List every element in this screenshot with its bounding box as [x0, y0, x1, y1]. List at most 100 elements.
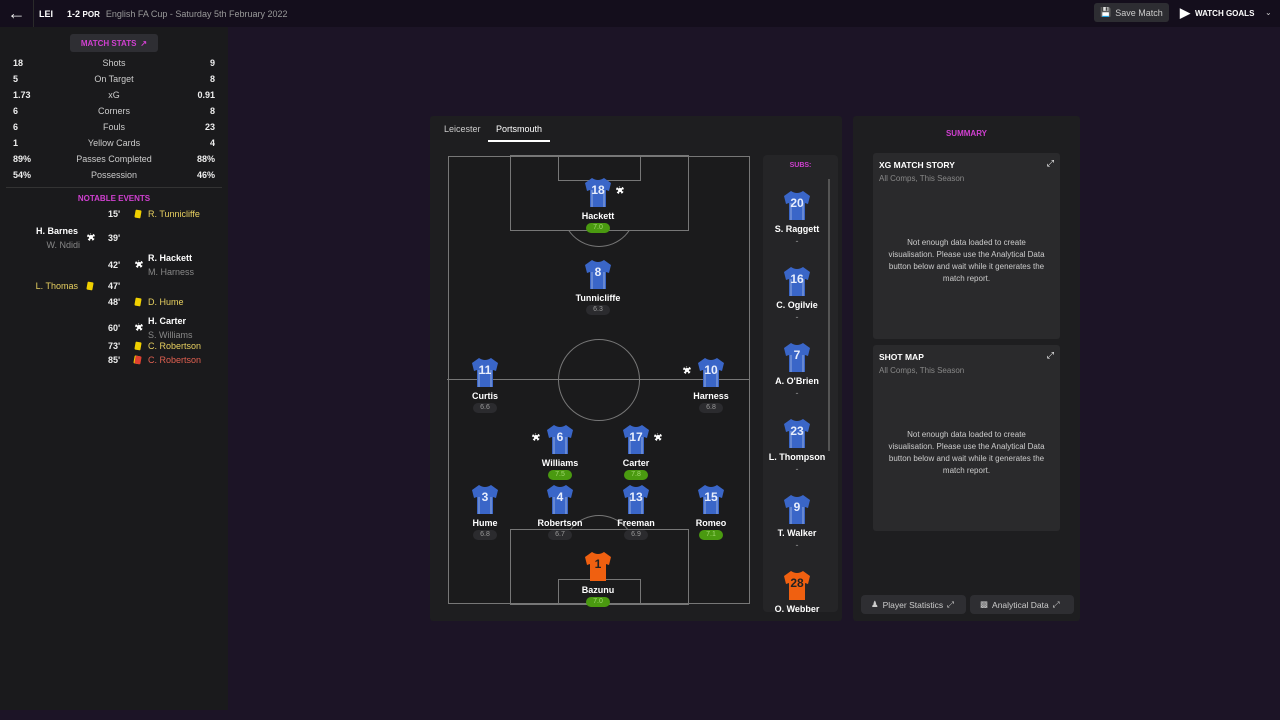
event-player: L. Thomas: [35, 281, 78, 291]
active-tab-indicator: [488, 140, 550, 142]
shirt-icon: 6: [545, 423, 575, 455]
player-rating: -: [795, 540, 799, 550]
event-player: H. Barnes: [35, 226, 78, 236]
expand-icon[interactable]: ⤢: [1046, 350, 1054, 360]
event-minute: 42': [108, 260, 121, 270]
person-icon: ♟: [871, 599, 879, 609]
card-message: Not enough data loaded to create visuali…: [888, 430, 1045, 475]
notable-events-title: NOTABLE EVENTS: [77, 194, 151, 203]
shirt-icon: 7: [782, 341, 812, 373]
event-player: R. Hackett: [148, 253, 193, 263]
player-rating: 7.5: [548, 470, 572, 480]
player-name: Tunnicliffe: [575, 293, 621, 303]
back-arrow-icon[interactable]: ←: [0, 0, 34, 27]
player-rating: -: [795, 464, 799, 474]
yellow-card-icon: [134, 209, 142, 219]
event-player: R. Tunnicliffe: [148, 209, 200, 219]
event-player: D. Hume: [148, 297, 184, 307]
expand-icon[interactable]: ⤢: [1046, 158, 1054, 168]
xg-match-story-card: XG MATCH STORY All Comps, This Season ⤢ …: [873, 153, 1060, 339]
player-name: O. Webber: [774, 604, 820, 612]
home-team-abbr: LEI: [39, 8, 54, 19]
player-name: Hackett: [581, 211, 615, 221]
shirt-icon: 20: [782, 189, 812, 221]
analytical-data-button[interactable]: ▩Analytical Data⤢: [970, 595, 1074, 614]
player-name: Romeo: [695, 518, 727, 528]
competition-date: English FA Cup - Saturday 5th February 2…: [105, 8, 288, 19]
event-player: H. Carter: [148, 316, 187, 326]
top-bar: ← LEI 1-2 POR English FA Cup - Saturday …: [0, 0, 1280, 27]
goalkeeper-shirt-icon: 1: [583, 550, 613, 582]
player-rating: -: [795, 312, 799, 322]
player-name: Williams: [541, 458, 579, 468]
shirt-icon: 9: [782, 493, 812, 525]
watch-goals-button[interactable]: ▶WATCH GOALS: [1180, 5, 1255, 20]
match-stats-button[interactable]: MATCH STATS↗: [70, 34, 158, 52]
goal-ball-icon: [87, 233, 95, 241]
yellow-card-icon: [86, 281, 94, 291]
player-rating: 7.0: [586, 597, 610, 607]
expand-icon: ↗: [140, 38, 148, 48]
goal-ball-icon: [135, 323, 143, 331]
event-minute: 47': [108, 281, 121, 291]
yellow-card-icon: [134, 341, 142, 351]
bar-chart-icon: ▩: [980, 599, 989, 609]
shirt-icon: 3: [470, 483, 500, 515]
player-name: Curtis: [471, 391, 498, 401]
tab-portsmouth[interactable]: Portsmouth: [496, 124, 543, 134]
scrollbar[interactable]: [828, 179, 830, 451]
player-name: C. Ogilvie: [776, 300, 818, 310]
divider: [6, 187, 222, 188]
player-rating: 6.9: [624, 530, 648, 540]
save-icon: 💾: [1100, 7, 1112, 17]
expand-icon: ⤢: [947, 599, 954, 609]
shirt-icon: 23: [782, 417, 812, 449]
player-name: Bazunu: [581, 585, 615, 595]
card-title: XG MATCH STORY: [879, 160, 955, 170]
player-rating: 7.0: [586, 223, 610, 233]
player-rating: 6.6: [473, 403, 497, 413]
player-rating: 7.8: [624, 470, 648, 480]
card-title: SHOT MAP: [879, 352, 924, 362]
play-icon: ▶: [1180, 5, 1190, 20]
sub-player[interactable]: 16 C. Ogilvie -: [763, 265, 837, 322]
player-name: Robertson: [537, 518, 583, 528]
event-minute: 48': [108, 297, 121, 307]
player-name: Harness: [693, 391, 729, 401]
player-rating: 6.3: [586, 305, 610, 315]
shirt-icon: 18: [583, 176, 613, 208]
event-minute: 39': [108, 233, 121, 243]
shirt-icon: 17: [621, 423, 651, 455]
player-statistics-button[interactable]: ♟Player Statistics⤢: [861, 595, 966, 614]
event-assist: M. Harness: [148, 267, 195, 277]
save-match-button[interactable]: 💾Save Match: [1094, 3, 1169, 22]
player-rating: 7.1: [699, 530, 723, 540]
shirt-icon: 16: [782, 265, 812, 297]
tab-leicester[interactable]: Leicester: [444, 124, 481, 134]
chevron-down-icon[interactable]: ⌄: [1265, 8, 1272, 17]
player-rating: 6.8: [699, 403, 723, 413]
